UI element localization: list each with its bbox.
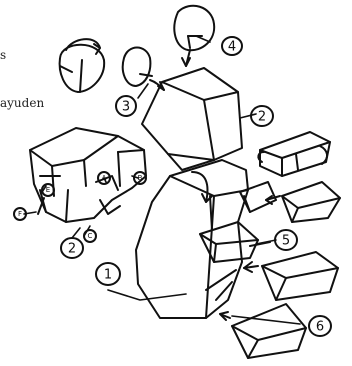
piece-3 xyxy=(123,48,164,91)
label-f: F xyxy=(18,210,22,218)
callouts xyxy=(14,37,331,336)
label-2-top: 2 xyxy=(258,110,266,125)
label-1: 1 xyxy=(104,268,112,283)
label-4: 4 xyxy=(228,40,236,55)
small-box-b xyxy=(266,182,340,222)
label-e: E xyxy=(46,186,50,194)
rotation-pebble xyxy=(60,39,105,92)
label-5: 5 xyxy=(282,234,290,249)
label-c: C xyxy=(88,232,93,240)
left-assembly xyxy=(30,128,146,222)
label-b: B xyxy=(138,174,143,182)
leader-lines xyxy=(24,36,300,324)
piece-1 xyxy=(136,160,248,318)
label-3: 3 xyxy=(122,100,130,115)
label-a: A xyxy=(102,174,107,182)
label-6: 6 xyxy=(316,320,324,335)
piece-4 xyxy=(174,6,214,66)
small-box-top-right xyxy=(258,132,330,176)
block-6 xyxy=(220,304,306,358)
label-2-left: 2 xyxy=(68,242,76,257)
long-bar xyxy=(244,252,338,300)
